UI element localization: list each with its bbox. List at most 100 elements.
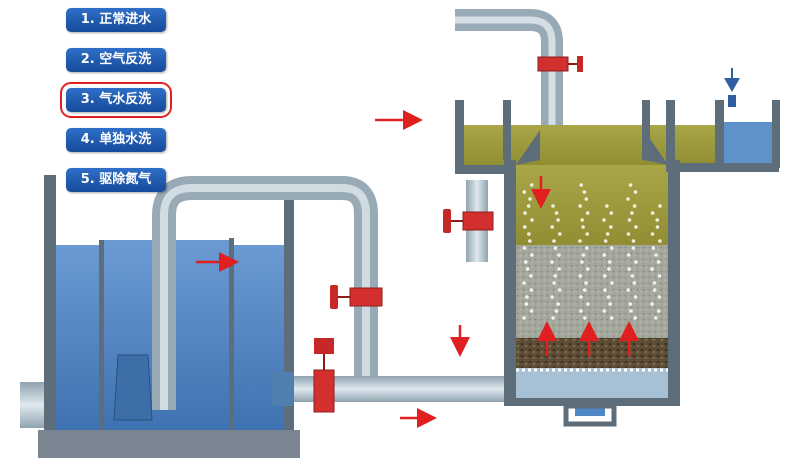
air-bubble-icon	[629, 309, 633, 313]
air-bubble-icon	[553, 274, 557, 278]
air-bubble-icon	[626, 288, 630, 292]
air-bubble-icon	[585, 246, 589, 250]
air-bubble-icon	[606, 295, 611, 299]
top-trough-water	[462, 125, 724, 165]
air-bubble-icon	[523, 211, 527, 215]
air-bubble-icon	[578, 274, 583, 278]
air-bubble-icon	[523, 260, 528, 264]
clean-box-wall-right	[772, 100, 780, 168]
air-bubble-icon	[529, 288, 534, 292]
air-bubble-icon	[522, 316, 526, 320]
air-bubble-icon	[522, 246, 527, 250]
air-bubble-icon	[529, 274, 533, 278]
air-bubble-icon	[628, 302, 633, 306]
air-bubble-icon	[527, 232, 531, 236]
valves[interactable]	[313, 56, 583, 413]
air-bubble-icon	[632, 281, 637, 285]
tank-wall-left	[44, 175, 56, 430]
air-bubble-icon	[528, 197, 532, 201]
valve-icon[interactable]	[313, 338, 335, 413]
air-bubble-icon	[552, 281, 556, 285]
air-bubble-icon	[633, 316, 638, 320]
air-bubble-icon	[607, 267, 611, 271]
air-bubble-icon	[602, 309, 607, 313]
menu-item-air-backwash[interactable]: 2. 空气反洗	[66, 48, 166, 72]
air-bubble-icon	[656, 260, 661, 264]
air-bubble-icon	[657, 295, 662, 299]
air-bubble-icon	[579, 183, 583, 187]
air-bubble-icon	[651, 246, 656, 250]
air-bubble-icon	[630, 211, 634, 215]
air-bubble-icon	[556, 218, 560, 222]
air-bubble-icon	[580, 260, 584, 264]
air-bubble-icon	[650, 267, 654, 271]
air-bubble-icon	[557, 288, 562, 292]
air-bubble-icon	[630, 274, 635, 278]
air-bubble-icon	[603, 239, 608, 243]
air-bubble-icon	[580, 218, 585, 222]
air-bubble-icon	[656, 309, 661, 313]
source-tank	[20, 175, 300, 458]
air-bubble-icon	[525, 267, 530, 271]
tank-baffle-1	[99, 240, 104, 430]
air-bubble-icon	[631, 239, 636, 243]
air-bubble-icon	[626, 197, 630, 201]
air-bubble-icon	[557, 253, 561, 257]
air-bubble-icon	[523, 225, 527, 229]
filter-media	[516, 245, 668, 338]
tank-wall-right	[284, 180, 294, 430]
air-bubble-icon	[603, 288, 607, 292]
air-bubble-icon	[585, 232, 589, 236]
air-bubble-icon	[634, 225, 638, 229]
filter-wall-right	[668, 160, 680, 400]
air-bubble-icon	[550, 260, 554, 264]
valve-icon[interactable]	[443, 209, 494, 233]
air-bubble-icon	[627, 267, 632, 271]
air-bubble-icon	[655, 225, 660, 229]
launder-wall-left	[503, 100, 511, 160]
air-bubble-icon	[556, 302, 561, 306]
air-bubble-icon	[650, 302, 654, 306]
vent-icon	[724, 68, 740, 107]
air-bubble-icon	[658, 204, 662, 208]
underdrain-plenum	[516, 368, 668, 398]
air-bubble-icon	[579, 309, 583, 313]
air-bubble-icon	[608, 302, 612, 306]
air-bubble-icon	[602, 218, 606, 222]
air-bubble-icon	[583, 316, 587, 320]
air-bubble-icon	[602, 274, 607, 278]
air-bubble-icon	[551, 316, 555, 320]
valve-icon[interactable]	[330, 285, 383, 309]
air-bubble-icon	[522, 190, 527, 194]
air-bubble-icon	[525, 295, 529, 299]
air-bubble-icon	[528, 239, 532, 243]
support-gravel	[516, 338, 668, 368]
air-bubble-icon	[655, 218, 660, 222]
air-bubble-icon	[554, 309, 559, 313]
air-bubble-icon	[582, 288, 587, 292]
air-bubble-icon	[526, 204, 531, 208]
menu-item-air-water-backwash[interactable]: 3. 气水反洗	[60, 82, 172, 118]
menu-item-nitrogen-purge[interactable]: 5. 驱除氮气	[66, 168, 166, 192]
air-bubble-icon	[522, 281, 526, 285]
base-slab	[38, 430, 300, 458]
air-bubble-icon	[552, 239, 556, 243]
menu-item-normal-inflow[interactable]: 1. 正常进水	[66, 8, 166, 32]
air-bubble-icon	[557, 267, 561, 271]
air-bubble-icon	[650, 232, 655, 236]
air-bubble-icon	[610, 246, 614, 250]
air-bubble-icon	[657, 274, 662, 278]
air-bubble-icon	[584, 281, 588, 285]
air-bubble-icon	[609, 211, 614, 215]
air-bubble-icon	[605, 204, 609, 208]
filter-tank	[455, 68, 780, 427]
clean-box-wall-left	[715, 100, 724, 168]
air-bubble-icon	[654, 253, 658, 257]
filter-cone	[516, 130, 668, 165]
valve-icon[interactable]	[537, 56, 583, 72]
tank-baffle-2	[229, 238, 234, 430]
menu-item-water-only-wash[interactable]: 4. 单独水洗	[66, 128, 166, 152]
filter-supernatant	[516, 165, 668, 245]
trough-floor	[455, 165, 515, 174]
